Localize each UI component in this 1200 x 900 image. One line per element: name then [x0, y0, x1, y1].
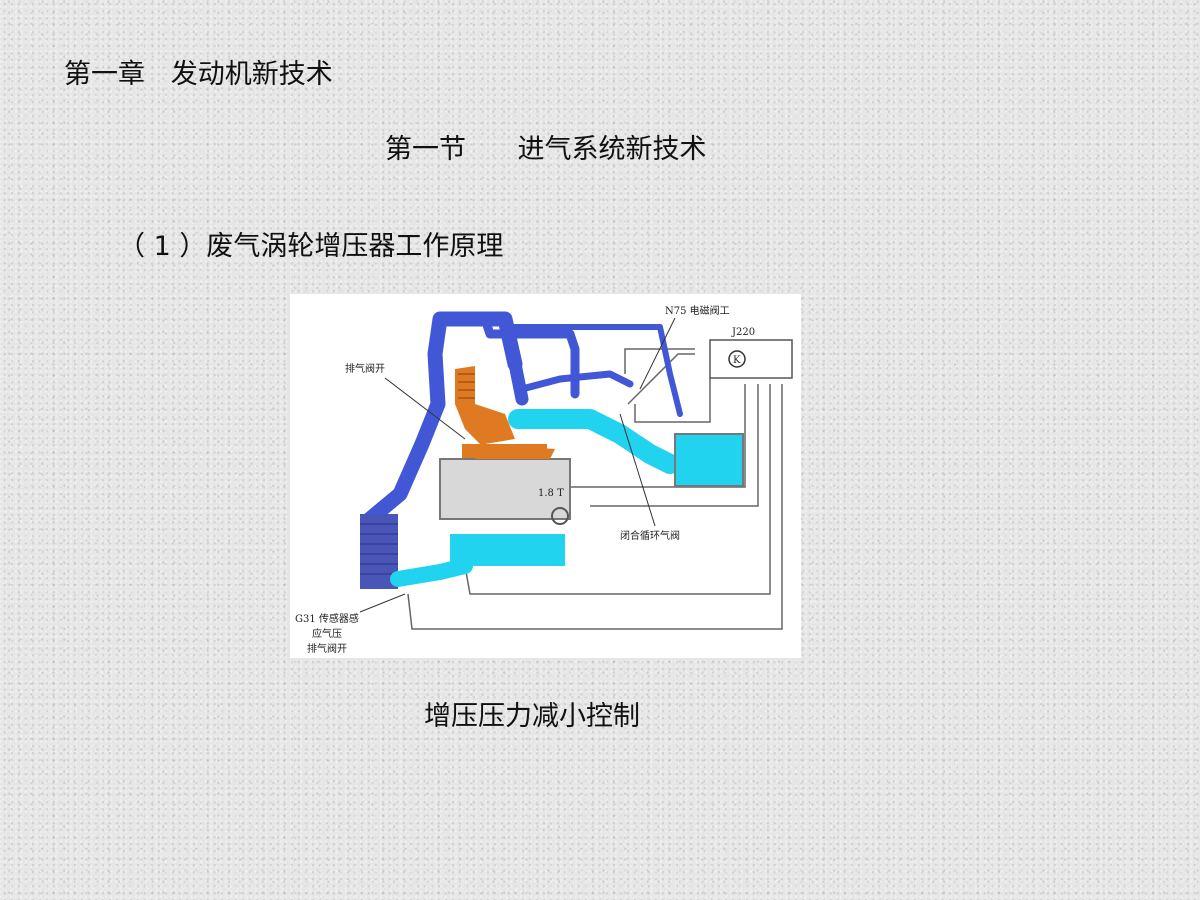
- item-title: （ 1 ）废气涡轮增压器工作原理: [118, 231, 504, 262]
- g31-label-1: G31 传感器感: [295, 612, 359, 625]
- chapter-title: 第一章 发动机新技术: [64, 59, 333, 90]
- air-filter-box: [674, 433, 744, 487]
- control-wires: [407, 348, 783, 630]
- figure-caption: 增压压力减小控制: [424, 701, 640, 732]
- turbocharger: [455, 366, 555, 459]
- j220-label: J220: [731, 327, 755, 338]
- exhaust-valve-label: 排气阀开: [345, 362, 385, 375]
- engine-block: [439, 458, 571, 520]
- turbocharger-diagram: K J220 N75 电磁阀工 排气阀开 1.8 T 闭合循环气阀 G31 传感…: [290, 294, 801, 658]
- section-title: 第一节 进气系统新技术: [385, 134, 707, 165]
- svg-text:K: K: [733, 355, 741, 366]
- engine-badge: 1.8 T: [538, 488, 564, 499]
- n75-label: N75 电磁阀工: [665, 304, 730, 317]
- recirc-valve-label: 闭合循环气阀: [620, 529, 680, 542]
- charge-pipe: [390, 409, 680, 587]
- intake-pipe: [362, 311, 683, 527]
- j220-ecu: [709, 339, 793, 379]
- g31-label-3: 排气阀开: [307, 642, 347, 655]
- g31-label-2: 应气压: [312, 627, 342, 640]
- intake-manifold: [450, 534, 565, 566]
- diagram-svg: K J220 N75 电磁阀工 排气阀开 1.8 T 闭合循环气阀 G31 传感…: [295, 304, 793, 655]
